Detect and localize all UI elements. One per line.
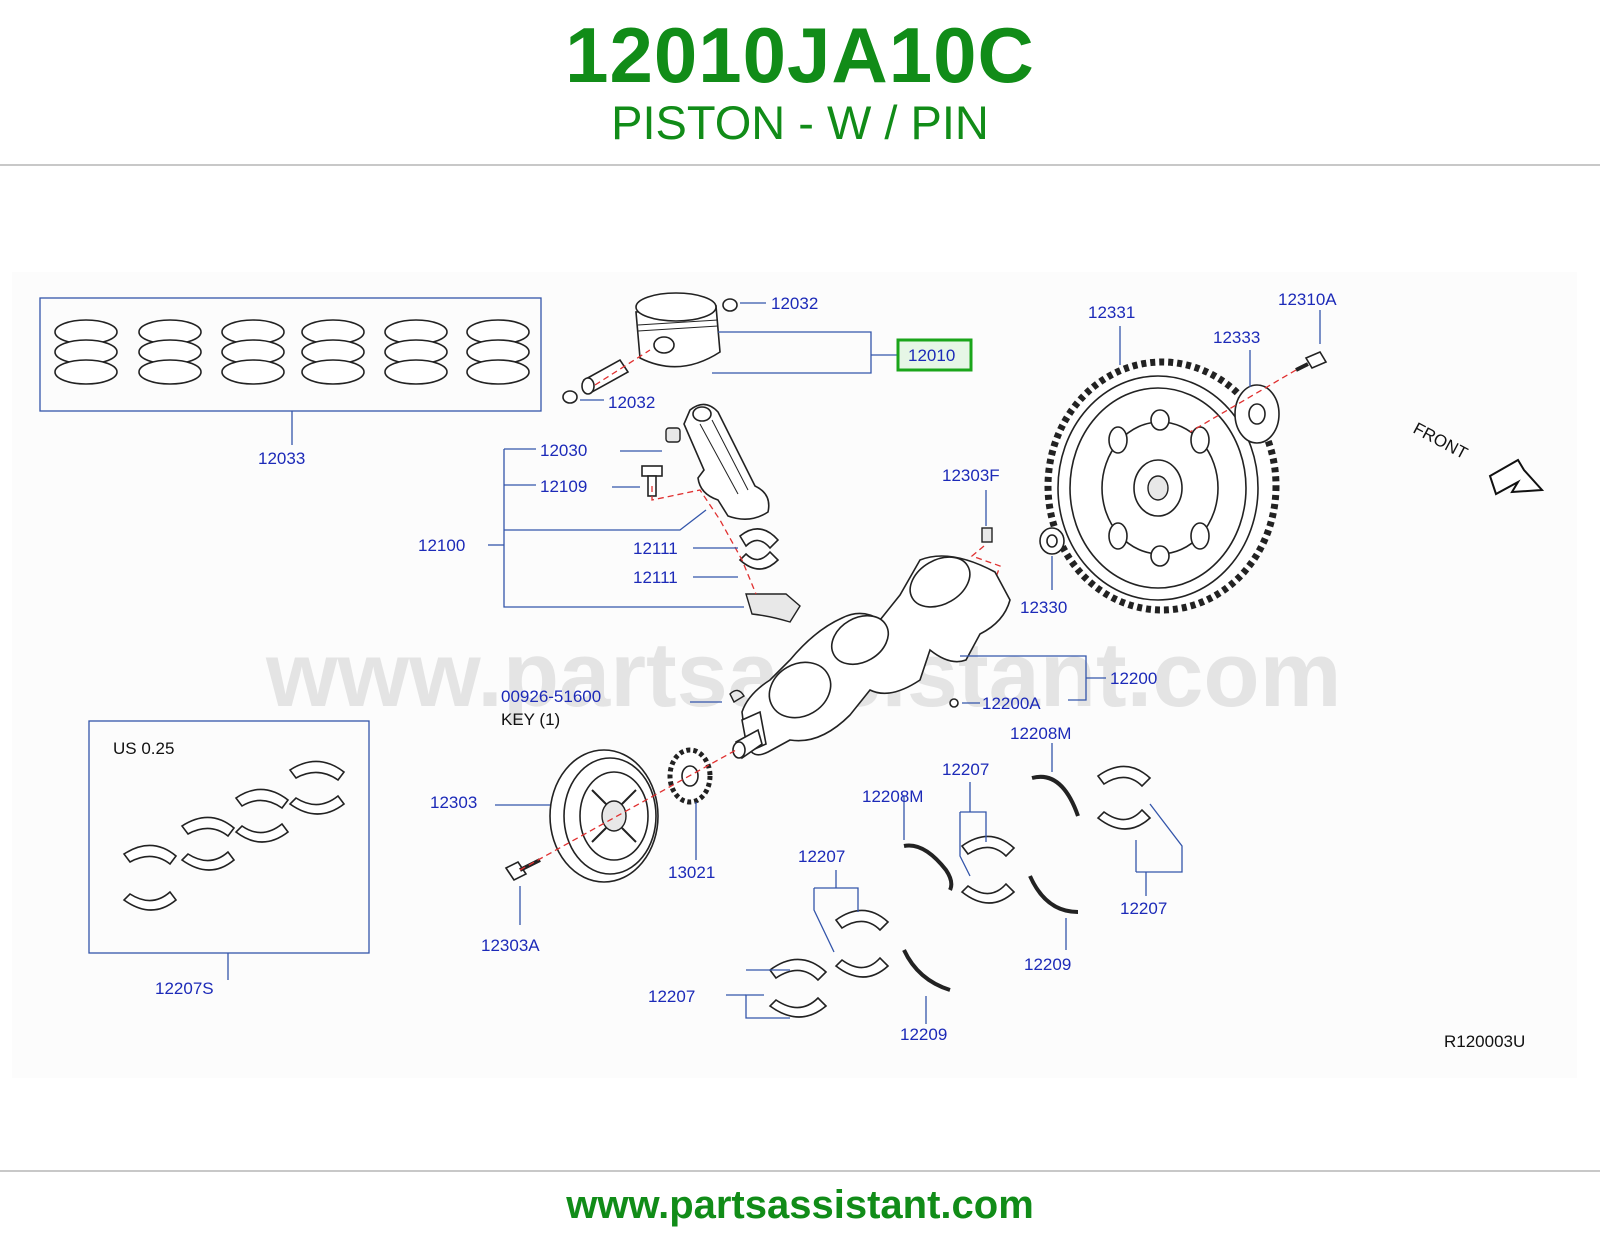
woodruff-key	[729, 689, 745, 703]
callout-12303A: 12303A	[481, 936, 540, 955]
ring-group-6	[466, 319, 530, 385]
callout-12200: 12200	[1110, 669, 1157, 688]
callout-12207S: 12207S	[155, 979, 214, 998]
pilot-bearing	[1039, 527, 1065, 555]
pulley-bolt	[504, 858, 541, 882]
undersize-label: US 0.25	[113, 739, 174, 758]
diagram-reference-code: R120003U	[1444, 1032, 1525, 1051]
callout-12208M-a: 12208M	[862, 787, 923, 806]
ring-group-4	[301, 319, 365, 385]
piston	[635, 292, 721, 368]
callout-12310A: 12310A	[1278, 290, 1337, 309]
callout-12033: 12033	[258, 449, 305, 468]
highlighted-part-box	[896, 338, 973, 372]
callout-12331: 12331	[1088, 303, 1135, 322]
callout-12109: 12109	[540, 477, 587, 496]
callout-12111-a: 12111	[633, 539, 678, 558]
snap-ring-bottom	[562, 390, 578, 404]
callout-13021: 13021	[668, 863, 715, 882]
ring-group-3	[221, 319, 285, 385]
undersize-bearing-set	[88, 720, 370, 980]
footer-url[interactable]: www.partsassistant.com	[566, 1183, 1034, 1227]
piston-pin	[581, 358, 630, 395]
front-arrow-icon	[1488, 458, 1545, 496]
thrust-washers	[902, 774, 1080, 992]
rod-bearing-lower	[738, 550, 780, 570]
callout-12303: 12303	[430, 793, 477, 812]
header-divider	[0, 164, 1600, 166]
callout-00926-51600: 00926-51600	[501, 687, 601, 706]
crankshaft	[732, 555, 1011, 760]
crank-pulley	[549, 749, 659, 883]
callout-12209-b: 12209	[1024, 955, 1071, 974]
ring-group-5	[384, 319, 448, 385]
callout-12330: 12330	[1020, 598, 1067, 617]
callout-12030: 12030	[540, 441, 587, 460]
piston-ring-set	[39, 297, 542, 445]
flywheel-plate	[1234, 384, 1280, 444]
part-number-title: 12010JA10C	[565, 11, 1035, 99]
callout-12209-a: 12209	[900, 1025, 947, 1044]
callout-12032-top: 12032	[771, 294, 818, 313]
connecting-rod	[683, 403, 770, 520]
flywheel	[1044, 358, 1280, 614]
callout-12010[interactable]: 12010	[908, 346, 955, 365]
footer-divider	[0, 1170, 1600, 1172]
pilot-bushing	[981, 527, 993, 543]
callout-12111-b: 12111	[633, 568, 678, 587]
callout-12207-b: 12207	[798, 847, 845, 866]
ring-group-2	[138, 319, 202, 385]
front-direction-label: FRONT	[1410, 419, 1471, 463]
part-name-subtitle: PISTON - W / PIN	[611, 96, 989, 149]
callout-12207-c: 12207	[942, 760, 989, 779]
snap-ring-top	[722, 298, 738, 312]
callout-12100: 12100	[418, 536, 465, 555]
key-quantity-label: KEY (1)	[501, 710, 560, 729]
flywheel-bolt	[1295, 350, 1328, 372]
ring-group-1	[54, 319, 118, 385]
callout-12333: 12333	[1213, 328, 1260, 347]
callout-12207-a: 12207	[648, 987, 695, 1006]
callout-12032-bottom: 12032	[608, 393, 655, 412]
crank-plug	[949, 698, 959, 708]
callout-12207-d: 12207	[1120, 899, 1167, 918]
callout-12200A: 12200A	[982, 694, 1041, 713]
main-bearings	[768, 765, 1152, 1018]
rod-cap	[745, 593, 801, 623]
callout-12208M-b: 12208M	[1010, 724, 1071, 743]
rod-bearing-upper	[738, 528, 780, 550]
rod-bushing	[665, 427, 681, 443]
callout-12303F: 12303F	[942, 466, 1000, 485]
